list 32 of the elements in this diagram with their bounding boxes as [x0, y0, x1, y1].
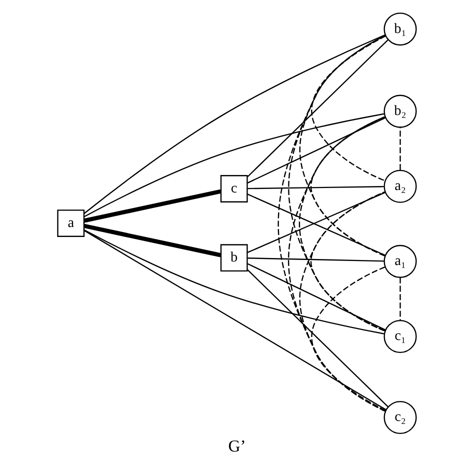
connector	[288, 116, 386, 412]
connector	[248, 258, 384, 262]
connector	[247, 263, 386, 330]
connector	[299, 191, 386, 412]
connector	[247, 117, 386, 184]
connector	[288, 35, 386, 332]
connector	[84, 34, 386, 214]
node-box: c	[220, 175, 248, 202]
connector	[400, 127, 401, 170]
connector	[299, 35, 386, 256]
connector	[84, 230, 386, 410]
connector	[298, 116, 386, 332]
node-box: b	[220, 244, 248, 272]
connector	[84, 229, 384, 334]
node-circle: c₂	[384, 400, 417, 434]
connector	[311, 266, 386, 412]
connector	[84, 113, 384, 218]
connector	[84, 224, 222, 258]
connector	[247, 40, 388, 178]
connector	[84, 189, 222, 223]
node-circle: a₁	[384, 244, 417, 278]
caption: G’	[228, 436, 246, 456]
node-circle: a₂	[384, 170, 417, 203]
connector	[400, 277, 401, 320]
connector	[278, 35, 386, 412]
node-circle: b₂	[384, 94, 417, 128]
node-circle: c₁	[384, 320, 417, 353]
connector	[248, 186, 384, 190]
connector	[311, 36, 386, 182]
node-box: a	[57, 210, 85, 237]
connector	[247, 269, 388, 408]
node-circle: b₁	[384, 12, 417, 46]
